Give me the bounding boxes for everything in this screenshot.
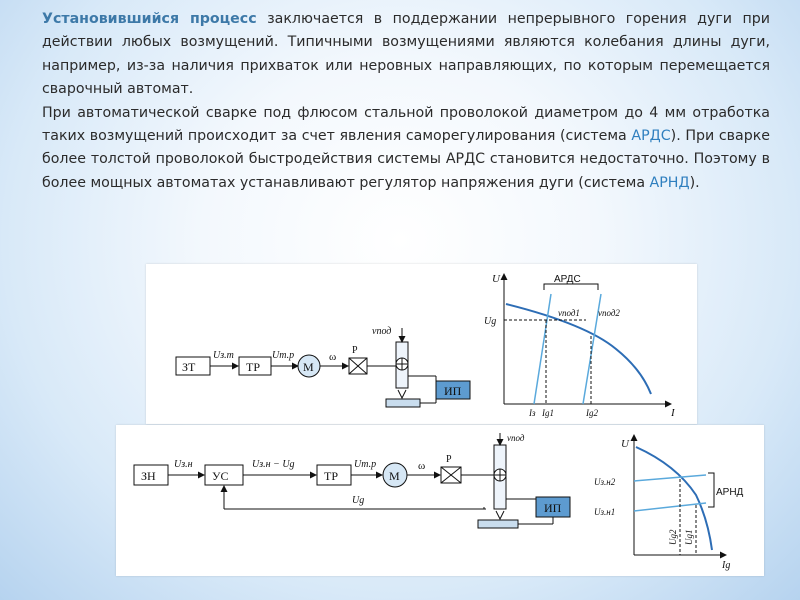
block-us-label: УС <box>212 469 229 483</box>
label-omega2: ω <box>418 460 425 472</box>
graph1-arc-curve <box>505 303 652 395</box>
block-tr-label: ТР <box>246 360 260 374</box>
block-tr2-label: ТР <box>324 469 338 483</box>
workpiece2-icon <box>477 519 519 529</box>
label-u-zt: Uз.т <box>213 350 234 361</box>
graph2-arc-curve <box>635 446 713 551</box>
block-zn-label: ЗН <box>141 469 156 483</box>
graph1-line-v1 <box>533 293 552 405</box>
ards-term: АРДС <box>631 128 671 145</box>
diagram-arnd: ЗН Uз.н УС Uз.н − Ug ТР Uт.р М ω Р vпод … <box>116 425 764 576</box>
graph1-v2: vпод2 <box>598 308 620 318</box>
label-omega: ω <box>329 351 336 363</box>
label-p2: Р <box>446 454 452 465</box>
label-u-tr: Uт.р <box>272 350 294 361</box>
paragraph-2: При автоматической сварке под флюсом ста… <box>42 102 770 196</box>
graph1-y-label: U <box>492 273 501 285</box>
graph1-ig1: Ig1 <box>541 408 554 418</box>
graph2-line-uzn1 <box>633 502 707 512</box>
graph1-ig2: Ig2 <box>585 408 598 418</box>
graph2-ug2: Ug2 <box>668 529 678 545</box>
graph2-uzn2: Uз.н2 <box>594 477 616 487</box>
graph2-line-uzn2 <box>633 474 707 482</box>
arnd-term: АРНД <box>649 174 690 191</box>
label-v-pod: vпод <box>372 326 391 337</box>
graph1-iz: Iз <box>528 408 536 418</box>
diagram-arnd-svg: ЗН Uз.н УС Uз.н − Ug ТР Uт.р М ω Р vпод … <box>133 433 744 571</box>
block-ip2-label: ИП <box>544 501 562 515</box>
diagram-ards: ЗТ Uз.т ТР Uт.р М ω Р vпод ИП <box>146 264 697 424</box>
label-u-tr2: Uт.р <box>354 459 376 470</box>
block-zt-label: ЗТ <box>182 360 196 374</box>
graph1-v1: vпод1 <box>558 308 580 318</box>
graph2-uzn1: Uз.н1 <box>594 507 615 517</box>
graph2-arnd: АРНД <box>716 487 744 498</box>
paragraph-2-text-b: ). При сварке более толстой проволокой б… <box>42 128 770 191</box>
motor2-label: М <box>389 469 400 483</box>
graph1-line-v2 <box>582 293 602 405</box>
paragraph-2-text-c: ). <box>689 174 700 191</box>
slide-text: Установившийся процесс заключается в под… <box>42 8 770 195</box>
graph1-ards: АРДС <box>554 274 581 285</box>
graph2-ug1: Ug1 <box>684 530 694 546</box>
workpiece-icon <box>385 398 421 408</box>
block-ip-label: ИП <box>444 384 462 398</box>
graph1-x-label: I <box>670 407 676 419</box>
graph2-y-label: U <box>621 438 630 450</box>
paragraph-1-text: заключается в поддержании непрерывного г… <box>42 11 770 98</box>
term-steady-process: Установившийся процесс <box>42 11 257 27</box>
graph-ards: U I Ug АРДС vпод1 vпод2 Iз Ig1 Ig2 <box>484 273 676 419</box>
label-p: Р <box>352 345 358 356</box>
motor-label: М <box>303 360 314 374</box>
label-v-pod2: vпод <box>507 433 525 443</box>
graph2-x-label: Ig <box>721 560 730 571</box>
paragraph-1: Установившийся процесс заключается в под… <box>42 8 770 102</box>
diagram-ards-svg: ЗТ Uз.т ТР Uт.р М ω Р vпод ИП <box>175 273 676 419</box>
label-u-diff: Uз.н − Ug <box>252 459 295 470</box>
label-ug2: Ug <box>352 495 364 506</box>
block-ip <box>435 380 471 400</box>
label-u-zn: Uз.н <box>174 459 193 470</box>
paragraph-2-text-a: При автоматической сварке под флюсом ста… <box>42 104 770 145</box>
graph-arnd: U Ig Uз.н2 Uз.н1 АРНД Ug2 Ug1 <box>594 434 744 571</box>
graph1-ug: Ug <box>484 316 496 327</box>
